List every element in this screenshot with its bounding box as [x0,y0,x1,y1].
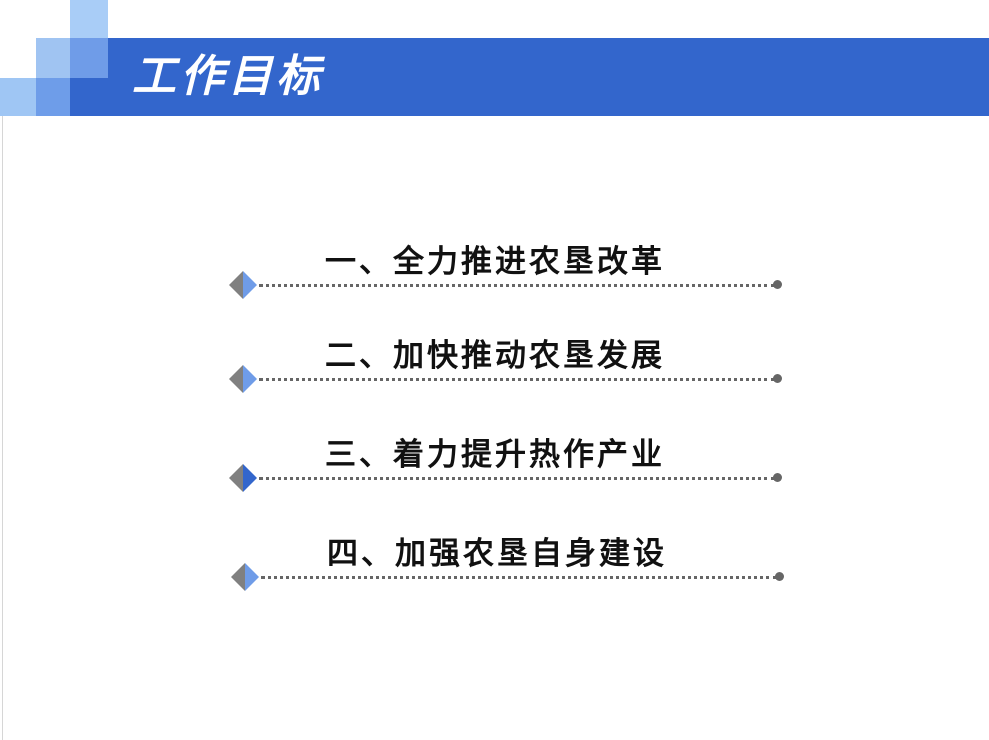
diamond-bullet-icon [229,271,257,299]
list-item-label: 四、加强农垦自身建设 [327,536,667,572]
dotted-divider [259,284,775,287]
title-banner [108,38,989,116]
left-border-line [2,116,3,740]
list-item-label: 一、全力推进农垦改革 [325,244,665,280]
end-dot [775,572,784,581]
list-item-label: 二、加快推动农垦发展 [325,338,665,374]
list-item: 三、着力提升热作产业 [229,435,789,495]
end-dot [773,374,782,383]
decor-square [0,38,36,78]
decor-square [36,78,70,116]
decor-square [0,78,36,116]
decor-square [36,38,70,78]
end-dot [773,280,782,289]
diamond-bullet-icon [229,365,257,393]
decor-square [70,38,108,78]
dotted-divider [259,378,775,381]
dotted-divider [259,477,775,480]
decor-square [70,0,108,38]
slide-title: 工作目标 [132,51,324,102]
list-item: 二、加快推动农垦发展 [229,336,789,396]
end-dot [773,473,782,482]
title-banner-corner [70,78,108,116]
diamond-bullet-icon [229,464,257,492]
diamond-bullet-icon [231,563,259,591]
list-item-label: 三、着力提升热作产业 [325,437,665,473]
list-item: 一、全力推进农垦改革 [229,242,789,302]
list-item: 四、加强农垦自身建设 [231,534,791,594]
dotted-divider [261,576,777,579]
